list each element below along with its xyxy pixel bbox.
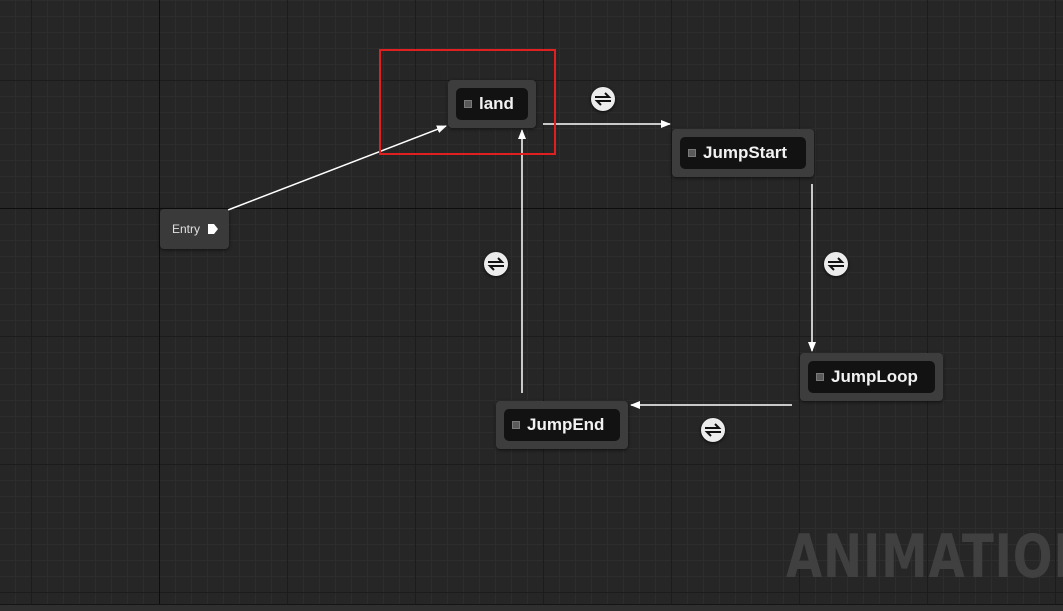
entry-node[interactable]: Entry xyxy=(160,209,229,249)
transition-rule-jumpstart-to-jumploop[interactable] xyxy=(824,252,848,276)
graph-origin-vertical-axis xyxy=(159,0,160,610)
state-label: land xyxy=(479,94,514,113)
state-label: JumpEnd xyxy=(527,415,605,434)
graph-origin-horizontal-axis xyxy=(0,208,1063,209)
state-square-icon xyxy=(512,421,520,429)
bottom-edge-bar xyxy=(0,604,1063,611)
state-square-icon xyxy=(464,100,472,108)
transition-rule-jumploop-to-jumpend[interactable] xyxy=(701,418,725,442)
state-square-icon xyxy=(688,149,696,157)
entry-label: Entry xyxy=(172,222,201,236)
transition-rule-jumpend-to-land[interactable] xyxy=(484,252,508,276)
state-label: JumpLoop xyxy=(831,367,918,386)
bidirectional-arrows-icon xyxy=(704,423,722,437)
state-node-land[interactable]: land xyxy=(448,80,536,128)
state-node-jumpend[interactable]: JumpEnd xyxy=(496,401,628,449)
state-node-jumploop[interactable]: JumpLoop xyxy=(800,353,943,401)
state-node-body: JumpLoop xyxy=(808,361,935,393)
state-label: JumpStart xyxy=(703,143,788,162)
state-node-body: JumpEnd xyxy=(504,409,620,441)
state-node-body: JumpStart xyxy=(680,137,806,169)
transition-rule-land-to-jumpstart[interactable] xyxy=(591,87,615,111)
exec-pin-icon[interactable] xyxy=(207,223,219,235)
graph-type-watermark: ANIMATION xyxy=(786,522,1063,592)
state-node-body: land xyxy=(456,88,528,120)
state-node-jumpstart[interactable]: JumpStart xyxy=(672,129,814,177)
bidirectional-arrows-icon xyxy=(827,257,845,271)
bidirectional-arrows-icon xyxy=(594,92,612,106)
bidirectional-arrows-icon xyxy=(487,257,505,271)
wire-entry-to-land[interactable] xyxy=(227,125,447,211)
state-square-icon xyxy=(816,373,824,381)
selection-highlight-box xyxy=(379,49,556,155)
